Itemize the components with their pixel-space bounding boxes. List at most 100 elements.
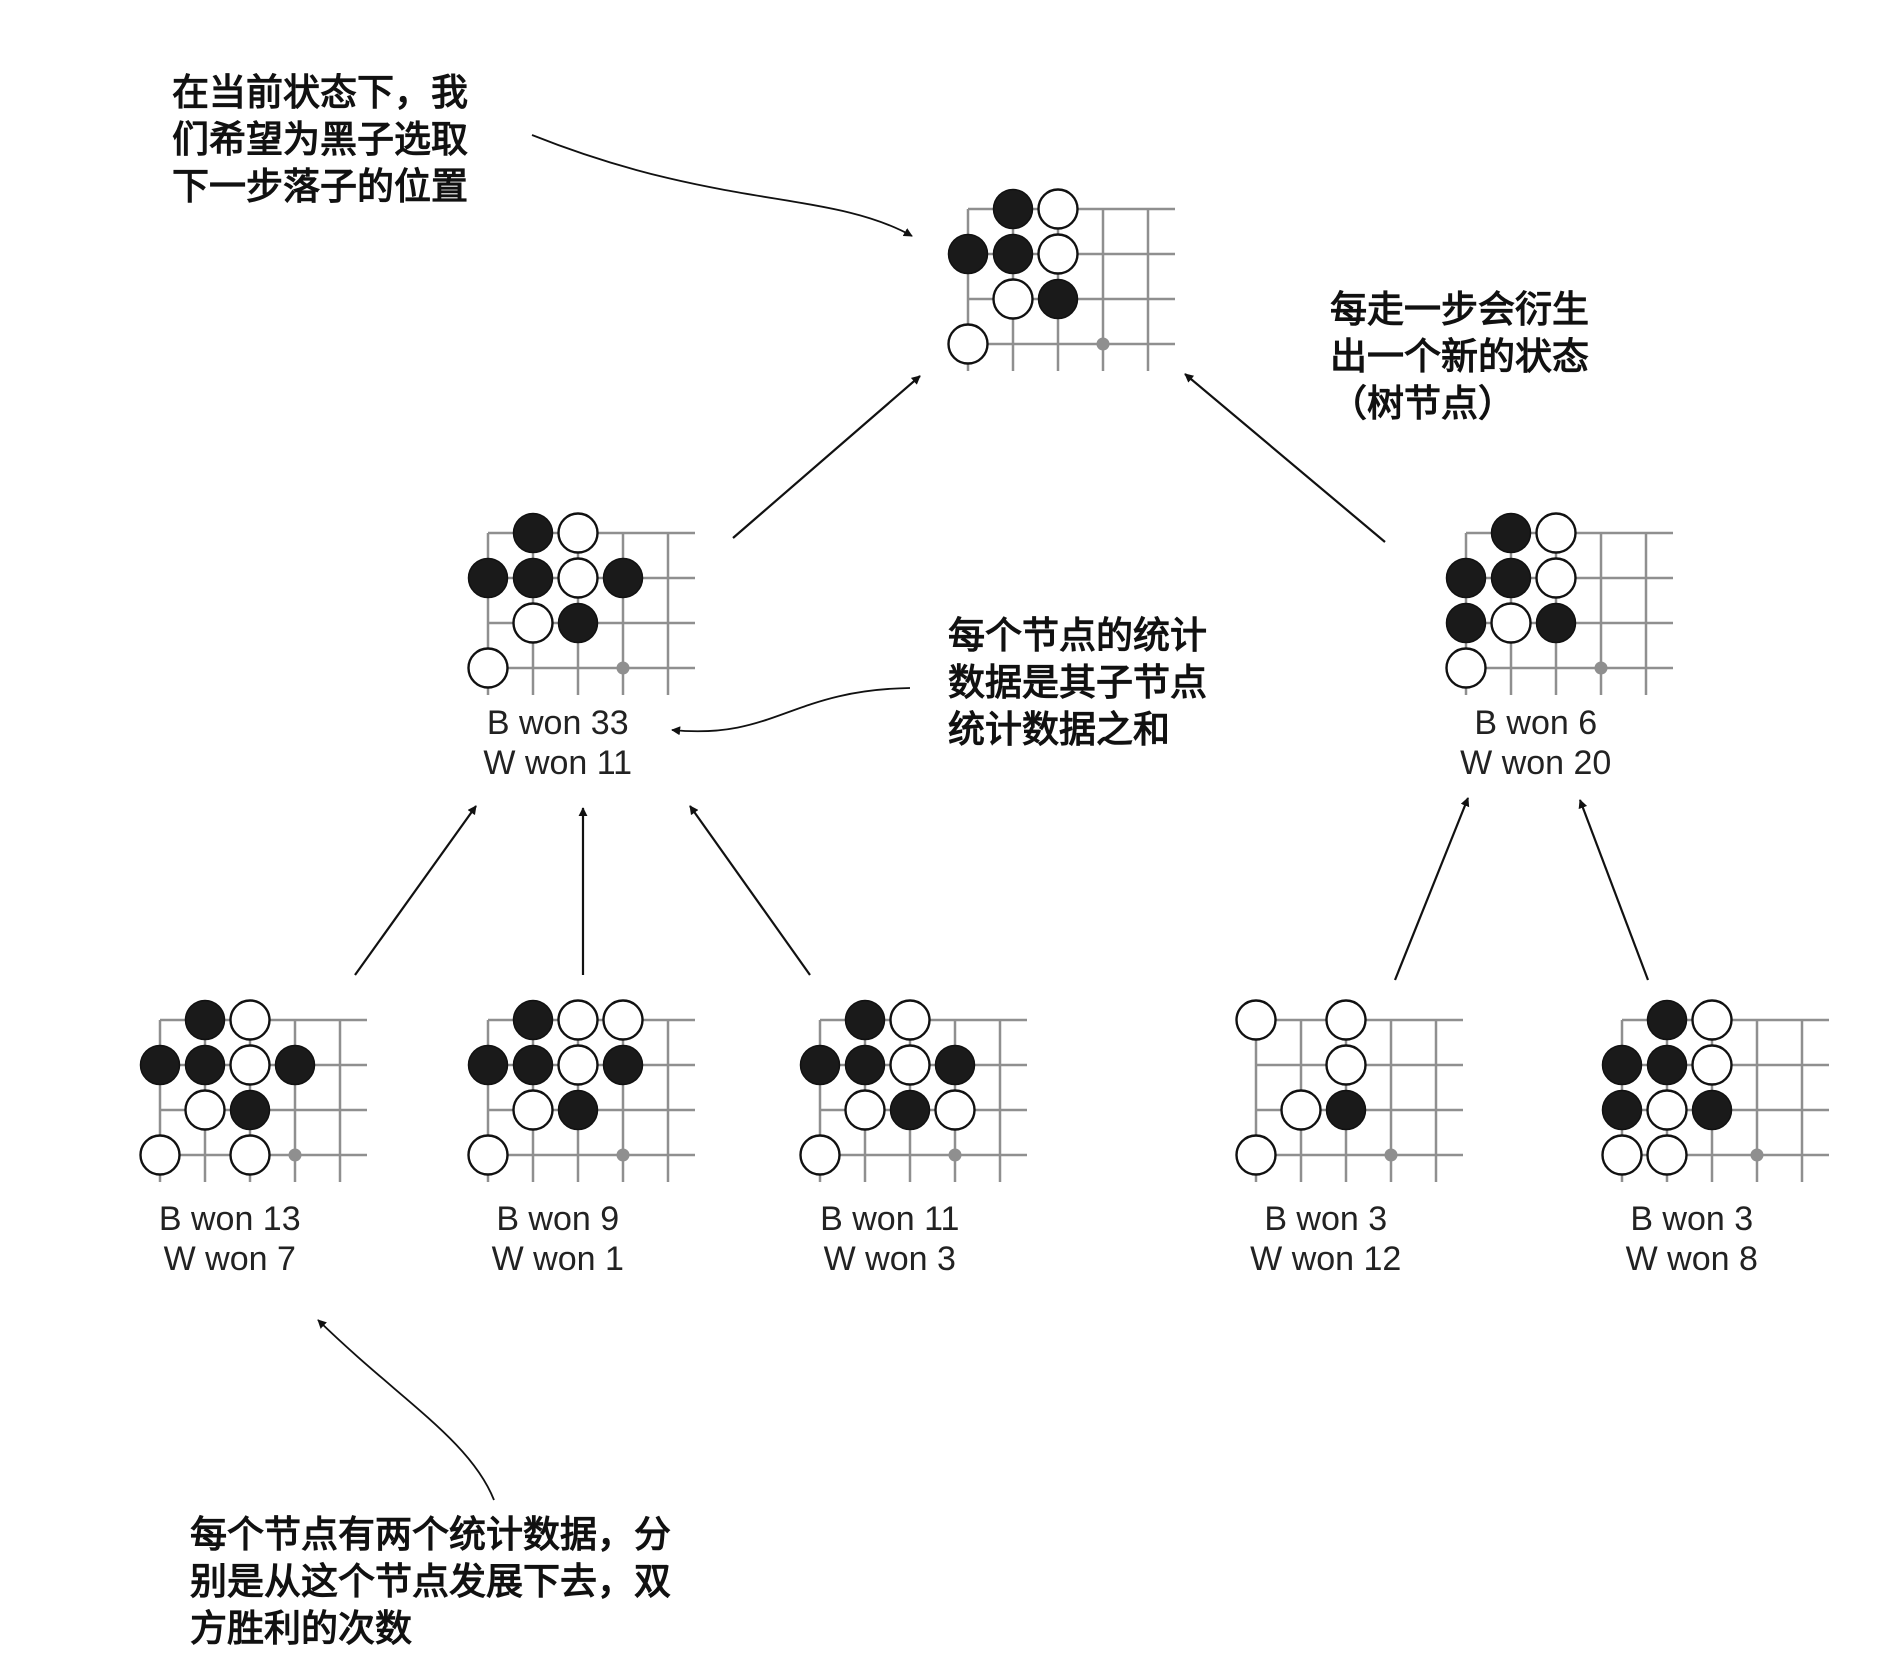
stat-black-wins: B won 3: [1264, 1200, 1387, 1238]
white-stone: [557, 557, 599, 599]
black-stone: [467, 557, 509, 599]
black-stone: [844, 1044, 886, 1086]
white-stone: [1646, 1089, 1688, 1131]
white-stone: [844, 1089, 886, 1131]
black-stone: [229, 1089, 271, 1131]
board-marker-dot: [616, 1148, 630, 1162]
white-stone: [602, 999, 644, 1041]
edge-leaf-1-to-left-child: [354, 805, 477, 976]
stat-white-wins: W won 3: [824, 1240, 956, 1278]
annotation-current-state-line-2: 们希望为黑子选取: [172, 118, 468, 161]
board-marker-dot: [1594, 661, 1608, 675]
black-stone: [184, 1044, 226, 1086]
black-stone: [557, 1089, 599, 1131]
black-stone: [992, 188, 1034, 230]
white-stone: [992, 278, 1034, 320]
black-stone: [1037, 278, 1079, 320]
edge-leaf-5-to-right-child: [1578, 799, 1650, 981]
stat-black-wins: B won 11: [820, 1200, 959, 1238]
stat-white-wins: W won 12: [1250, 1240, 1401, 1278]
node-right-child: B won 6W won 20: [1445, 512, 1673, 782]
white-stone: [557, 1044, 599, 1086]
black-stone: [1601, 1089, 1643, 1131]
node-leaf-3: B won 11W won 3: [799, 999, 1027, 1278]
annotation-two-stats-line-3: 方胜利的次数: [190, 1607, 412, 1650]
black-stone: [992, 233, 1034, 275]
stat-black-wins: B won 3: [1630, 1200, 1753, 1238]
annotation-aggregate-line-2: 数据是其子节点: [948, 661, 1207, 704]
white-stone: [1646, 1134, 1688, 1176]
white-stone: [1037, 233, 1079, 275]
white-stone: [184, 1089, 226, 1131]
annotation-aggregate-line-3: 统计数据之和: [948, 708, 1170, 751]
annotation-new-state-line-2: 出一个新的状态: [1330, 335, 1589, 378]
white-stone: [799, 1134, 841, 1176]
white-stone: [512, 1089, 554, 1131]
node-leaf-5: B won 3W won 8: [1601, 999, 1829, 1278]
black-stone: [947, 233, 989, 275]
black-stone: [1535, 602, 1577, 644]
board-marker-dot: [948, 1148, 962, 1162]
board-marker-dot: [616, 661, 630, 675]
black-stone: [1691, 1089, 1733, 1131]
stat-white-wins: W won 7: [164, 1240, 296, 1278]
white-stone: [1601, 1134, 1643, 1176]
annotation-current-state: 在当前状态下，我 们希望为黑子选取 下一步落子的位置: [172, 71, 468, 208]
black-stone: [934, 1044, 976, 1086]
stat-white-wins: W won 11: [483, 744, 632, 782]
board-marker-dot: [1096, 337, 1110, 351]
white-stone: [1691, 1044, 1733, 1086]
white-stone: [1235, 999, 1277, 1041]
annotation-aggregate-line-1: 每个节点的统计: [948, 614, 1207, 657]
white-stone: [1535, 557, 1577, 599]
annotation-arrow-two-stats: [317, 1319, 495, 1501]
white-stone: [229, 999, 271, 1041]
node-leaf-2: B won 9W won 1: [467, 999, 695, 1278]
black-stone: [274, 1044, 316, 1086]
black-stone: [1490, 512, 1532, 554]
stat-black-wins: B won 6: [1474, 704, 1597, 742]
edge-right-child-to-root: [1184, 373, 1386, 543]
annotation-new-state-line-1: 每走一步会衍生: [1330, 288, 1589, 331]
white-stone: [934, 1089, 976, 1131]
black-stone: [184, 999, 226, 1041]
stat-black-wins: B won 13: [159, 1200, 301, 1238]
node-root: [947, 188, 1175, 371]
black-stone: [1490, 557, 1532, 599]
white-stone: [1037, 188, 1079, 230]
edge-left-child-to-root: [732, 375, 921, 539]
white-stone: [947, 323, 989, 365]
black-stone: [602, 557, 644, 599]
white-stone: [512, 602, 554, 644]
annotation-current-state-line-3: 下一步落子的位置: [172, 165, 468, 208]
white-stone: [139, 1134, 181, 1176]
white-stone: [1445, 647, 1487, 689]
board-marker-dot: [1750, 1148, 1764, 1162]
white-stone: [889, 1044, 931, 1086]
node-leaf-1: B won 13W won 7: [139, 999, 367, 1278]
black-stone: [467, 1044, 509, 1086]
black-stone: [1445, 557, 1487, 599]
annotation-arrow-aggregate: [671, 687, 911, 736]
stat-white-wins: W won 20: [1460, 744, 1611, 782]
black-stone: [139, 1044, 181, 1086]
white-stone: [1691, 999, 1733, 1041]
white-stone: [1235, 1134, 1277, 1176]
white-stone: [467, 647, 509, 689]
white-stone: [1280, 1089, 1322, 1131]
stat-black-wins: B won 33: [487, 704, 629, 742]
edge-leaf-3-to-left-child: [689, 805, 811, 976]
white-stone: [467, 1134, 509, 1176]
annotation-new-state: 每走一步会衍生 出一个新的状态 （树节点）: [1330, 288, 1589, 425]
black-stone: [512, 512, 554, 554]
white-stone: [557, 999, 599, 1041]
annotation-aggregate: 每个节点的统计 数据是其子节点 统计数据之和: [948, 614, 1207, 751]
black-stone: [557, 602, 599, 644]
black-stone: [1646, 999, 1688, 1041]
node-leaf-4: B won 3W won 12: [1235, 999, 1463, 1278]
white-stone: [557, 512, 599, 554]
stat-white-wins: W won 8: [1626, 1240, 1758, 1278]
node-left-child: B won 33W won 11: [467, 512, 695, 782]
